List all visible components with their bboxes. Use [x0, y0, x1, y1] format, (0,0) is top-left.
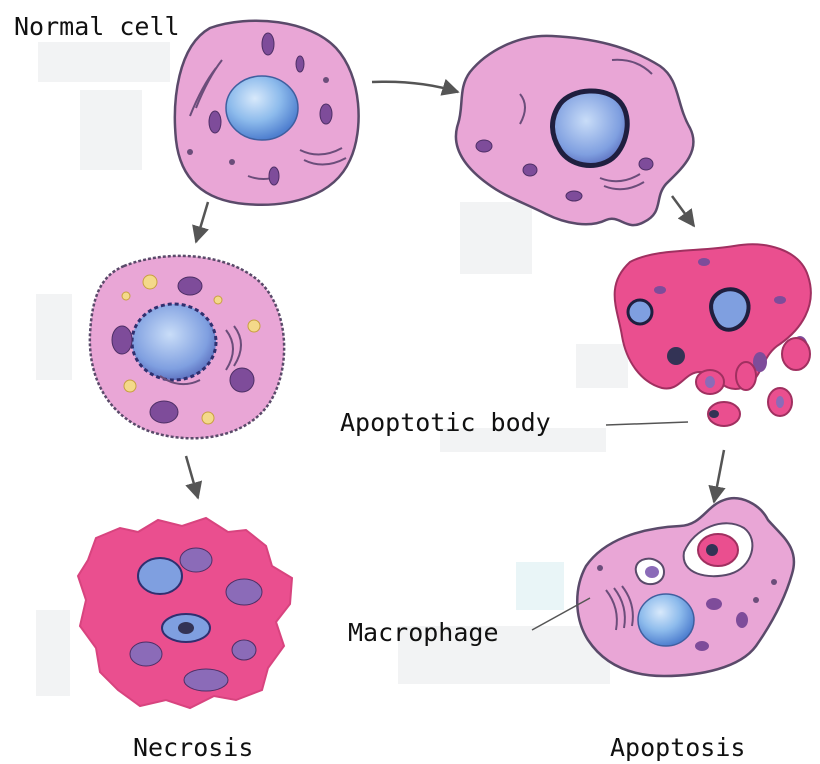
mitochondrion-icon — [209, 111, 221, 133]
necrotic-cell — [78, 518, 292, 708]
macrophage-label: Macrophage — [348, 620, 499, 645]
mitochondrion-icon — [296, 56, 304, 72]
apoptotic-body-label: Apoptotic body — [340, 410, 551, 435]
mitochondrion-icon — [262, 33, 274, 55]
apoptotic-body-leader-line — [606, 422, 688, 425]
necrosis-label: Necrosis — [133, 735, 253, 760]
swollen-cell — [90, 256, 284, 438]
mitochondrion-icon — [269, 167, 279, 185]
nucleus-fragment-icon — [138, 558, 182, 594]
mitochondrion-icon — [178, 277, 202, 295]
mitochondrion-icon — [112, 326, 132, 354]
normal-cell-label: Normal cell — [14, 14, 180, 39]
vacuole-icon — [143, 275, 157, 289]
arrow-icon — [714, 450, 724, 502]
nucleus-icon — [132, 304, 216, 380]
arrow-icon — [372, 82, 458, 92]
apoptosis-label: Apoptosis — [610, 735, 745, 760]
nucleus-icon — [638, 594, 694, 646]
fragmenting-cell — [615, 244, 811, 426]
arrow-icon — [186, 456, 198, 498]
arrow-icon — [196, 202, 208, 242]
nucleus-icon — [226, 76, 298, 140]
mitochondrion-icon — [150, 401, 178, 423]
normal-cell — [175, 21, 359, 205]
mitochondrion-icon — [320, 104, 332, 124]
macrophage-cell — [577, 498, 794, 676]
arrow-icon — [672, 196, 694, 226]
apoptotic-body-icon — [736, 362, 756, 390]
apoptotic-body-icon — [782, 338, 810, 370]
mitochondrion-icon — [230, 368, 254, 392]
shrinking-cell — [456, 36, 694, 225]
